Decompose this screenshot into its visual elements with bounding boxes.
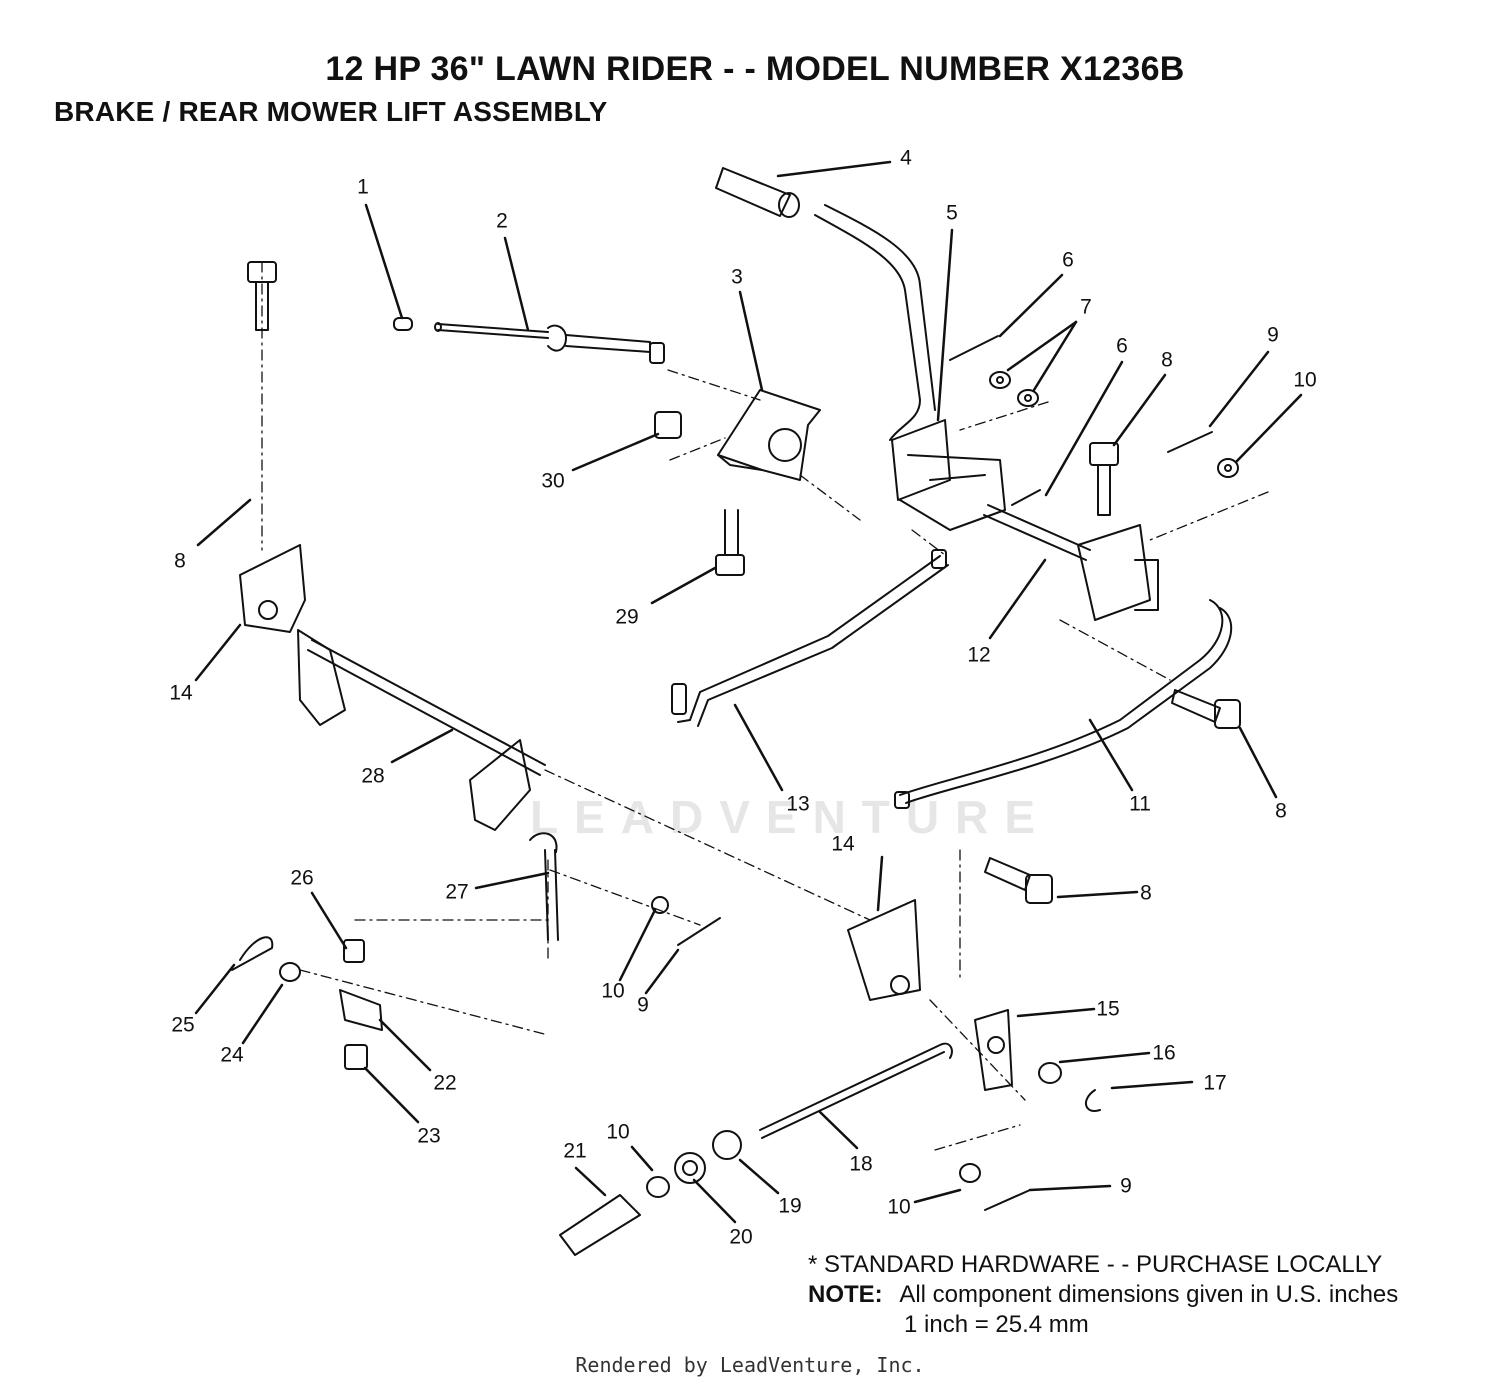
callout-number: 23 bbox=[417, 1124, 441, 1148]
callout-number: 10 bbox=[601, 979, 625, 1003]
part-13-lift-link bbox=[671, 549, 949, 727]
note-text: All component dimensions given in U.S. i… bbox=[899, 1281, 1399, 1308]
callout-number: 5 bbox=[946, 201, 958, 225]
callout-number: 9 bbox=[1267, 323, 1279, 347]
parts-19-21-nuts-spring bbox=[559, 1130, 742, 1256]
callout-number: 14 bbox=[831, 832, 855, 856]
assembly-subtitle: BRAKE / REAR MOWER LIFT ASSEMBLY bbox=[54, 96, 608, 127]
note-label: NOTE: bbox=[808, 1281, 883, 1308]
callout-number: 8 bbox=[1275, 799, 1287, 823]
part-12-shaft bbox=[983, 504, 1159, 621]
notes-block: * STANDARD HARDWARE - - PURCHASE LOCALLY… bbox=[808, 1250, 1398, 1340]
callout-number: 4 bbox=[900, 146, 912, 170]
callout-number: 6 bbox=[1062, 248, 1074, 272]
part-18-rod bbox=[759, 1042, 953, 1139]
callout-number: 6 bbox=[1116, 334, 1128, 358]
part-28-rockshaft bbox=[297, 629, 546, 831]
part-11-link bbox=[894, 599, 1233, 809]
callout-number: 8 bbox=[174, 549, 186, 573]
standard-hardware-note: * STANDARD HARDWARE - - PURCHASE LOCALLY bbox=[808, 1251, 1383, 1278]
part-6-7-pins-washers bbox=[949, 335, 1041, 506]
callout-number: 14 bbox=[169, 681, 193, 705]
callout-number: 28 bbox=[361, 764, 385, 788]
callout-number: 10 bbox=[606, 1120, 630, 1144]
conversion-note: 1 inch = 25.4 mm bbox=[904, 1311, 1089, 1338]
callout-number: 3 bbox=[731, 265, 743, 289]
callout-number: 15 bbox=[1096, 997, 1120, 1021]
callout-number: 16 bbox=[1152, 1041, 1176, 1065]
callout-number: 2 bbox=[496, 209, 508, 233]
parts-29-30-bolt-nut bbox=[654, 411, 745, 576]
part-2-brake-rod bbox=[434, 322, 665, 364]
callout-number: 20 bbox=[729, 1225, 753, 1249]
callout-number: 30 bbox=[541, 469, 565, 493]
callout-number: 9 bbox=[637, 993, 649, 1017]
callout-number: 17 bbox=[1203, 1071, 1227, 1095]
callout-number: 26 bbox=[290, 866, 314, 890]
parts-22-26-hardware bbox=[231, 936, 383, 1070]
callout-number: 27 bbox=[445, 880, 469, 904]
dimension-note: NOTE: All component dimensions given in … bbox=[808, 1280, 1398, 1310]
callout-number: 7 bbox=[1080, 295, 1092, 319]
callout-number: 22 bbox=[433, 1071, 457, 1095]
diagram-title: 12 HP 36" LAWN RIDER - - MODEL NUMBER X1… bbox=[325, 50, 1185, 88]
callout-number: 9 bbox=[1120, 1174, 1132, 1198]
part-4-handle-grip bbox=[715, 167, 800, 218]
callout-number: 1 bbox=[357, 175, 369, 199]
part-5-lift-lever bbox=[814, 204, 1006, 531]
part-9-10-cotter-washers bbox=[646, 431, 1239, 1211]
callout-number: 21 bbox=[563, 1139, 587, 1163]
callout-number: 19 bbox=[778, 1194, 802, 1218]
callout-number: 11 bbox=[1129, 792, 1151, 816]
part-27-threaded-rod bbox=[529, 832, 559, 941]
callout-number: 10 bbox=[887, 1195, 911, 1219]
callout-number: 12 bbox=[967, 643, 991, 667]
leader-lines bbox=[194, 160, 1303, 1224]
callout-number: 25 bbox=[171, 1013, 195, 1037]
part-3-bracket bbox=[717, 389, 821, 481]
callout-number: 24 bbox=[220, 1043, 244, 1067]
render-credit: Rendered by LeadVenture, Inc. bbox=[575, 1353, 925, 1377]
callout-number: 29 bbox=[615, 605, 639, 629]
part-14-brackets bbox=[239, 544, 921, 1001]
watermark: LEADVENTURE bbox=[530, 791, 1052, 843]
callout-number: 8 bbox=[1161, 348, 1173, 372]
callout-number: 13 bbox=[786, 792, 810, 816]
part-8-bolts bbox=[247, 261, 1241, 904]
callout-number: 18 bbox=[849, 1152, 873, 1176]
callout-number: 8 bbox=[1140, 881, 1152, 905]
callout-number: 10 bbox=[1293, 368, 1317, 392]
parts-15-17-lever-washer-clip bbox=[974, 1009, 1101, 1112]
part-1-pin bbox=[393, 317, 413, 331]
